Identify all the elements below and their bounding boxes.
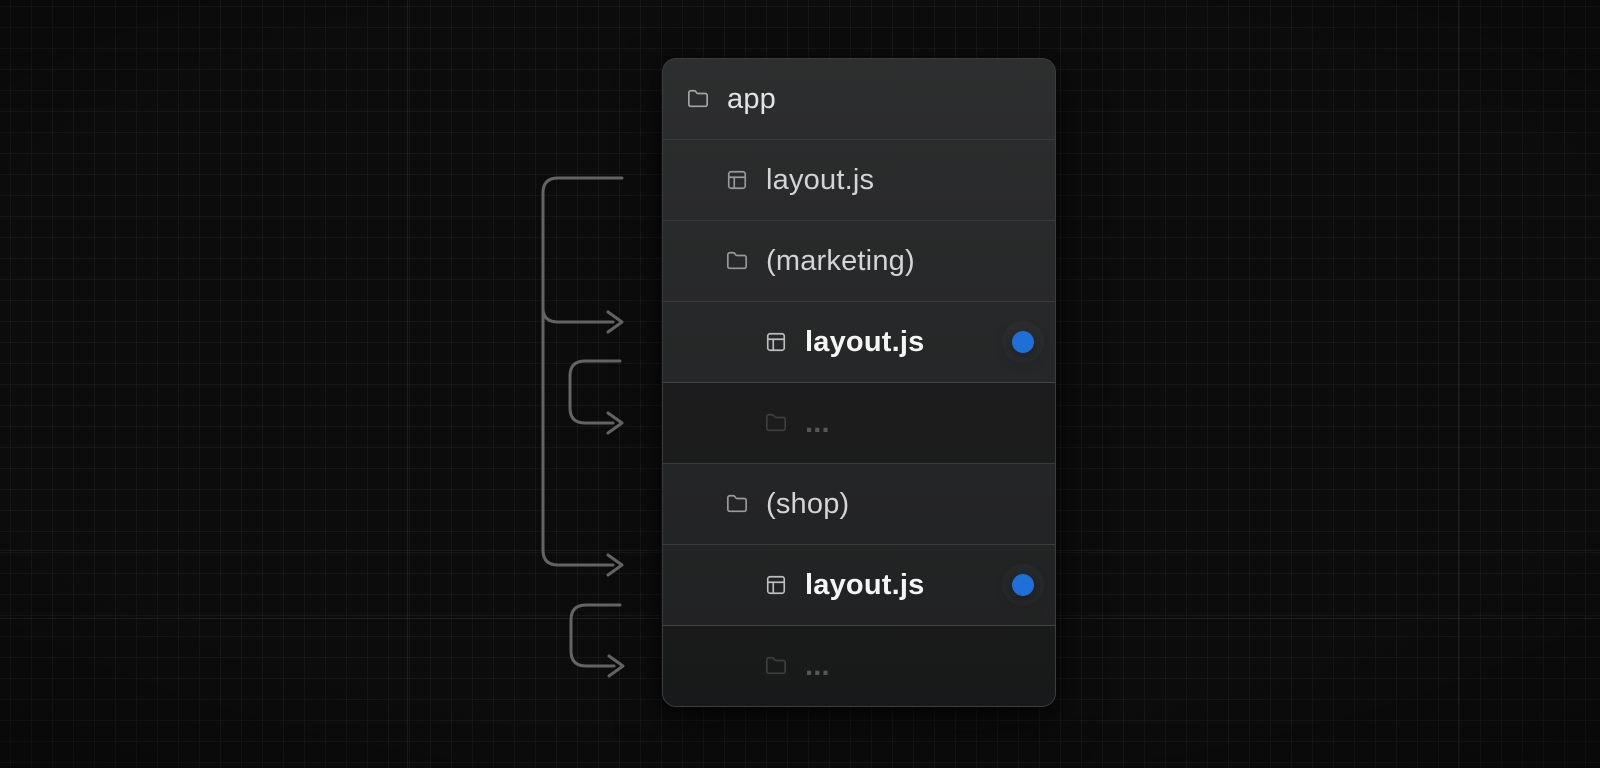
tree-row-label: ... bbox=[805, 406, 830, 439]
tree-row-label: (marketing) bbox=[766, 244, 915, 277]
tree-row-label: (shop) bbox=[766, 487, 850, 520]
tree-row-label: layout.js bbox=[805, 568, 925, 601]
tree-row-app: app bbox=[663, 59, 1055, 139]
tree-row-label: layout.js bbox=[805, 325, 925, 358]
layout-icon bbox=[726, 169, 748, 191]
folder-icon bbox=[687, 88, 709, 110]
file-tree-panel: app layout.js (marketing) layout.js ... … bbox=[662, 58, 1056, 707]
tree-row-marketing-rest: ... bbox=[663, 382, 1055, 463]
active-layout-dot bbox=[1012, 331, 1034, 353]
tree-row-shop-layout: layout.js bbox=[663, 544, 1055, 625]
folder-icon bbox=[765, 655, 787, 677]
active-layout-dot bbox=[1012, 574, 1034, 596]
tree-row-root-layout: layout.js bbox=[663, 139, 1055, 220]
tree-row-label: app bbox=[727, 82, 776, 115]
tree-row-marketing-layout: layout.js bbox=[663, 301, 1055, 382]
arrow-root-layout-to-marketing-layout bbox=[541, 294, 615, 324]
arrow-marketing-layout-to-pages bbox=[568, 359, 622, 425]
folder-icon bbox=[765, 412, 787, 434]
tree-row-marketing: (marketing) bbox=[663, 220, 1055, 301]
layout-icon bbox=[765, 574, 787, 596]
layout-icon bbox=[765, 331, 787, 353]
tree-row-label: ... bbox=[805, 649, 830, 682]
arrow-root-layout-to-shop-layout bbox=[541, 176, 624, 567]
tree-row-label: layout.js bbox=[766, 163, 875, 196]
tree-row-shop: (shop) bbox=[663, 463, 1055, 544]
folder-icon bbox=[726, 493, 748, 515]
tree-row-shop-rest: ... bbox=[663, 625, 1055, 706]
folder-icon bbox=[726, 250, 748, 272]
